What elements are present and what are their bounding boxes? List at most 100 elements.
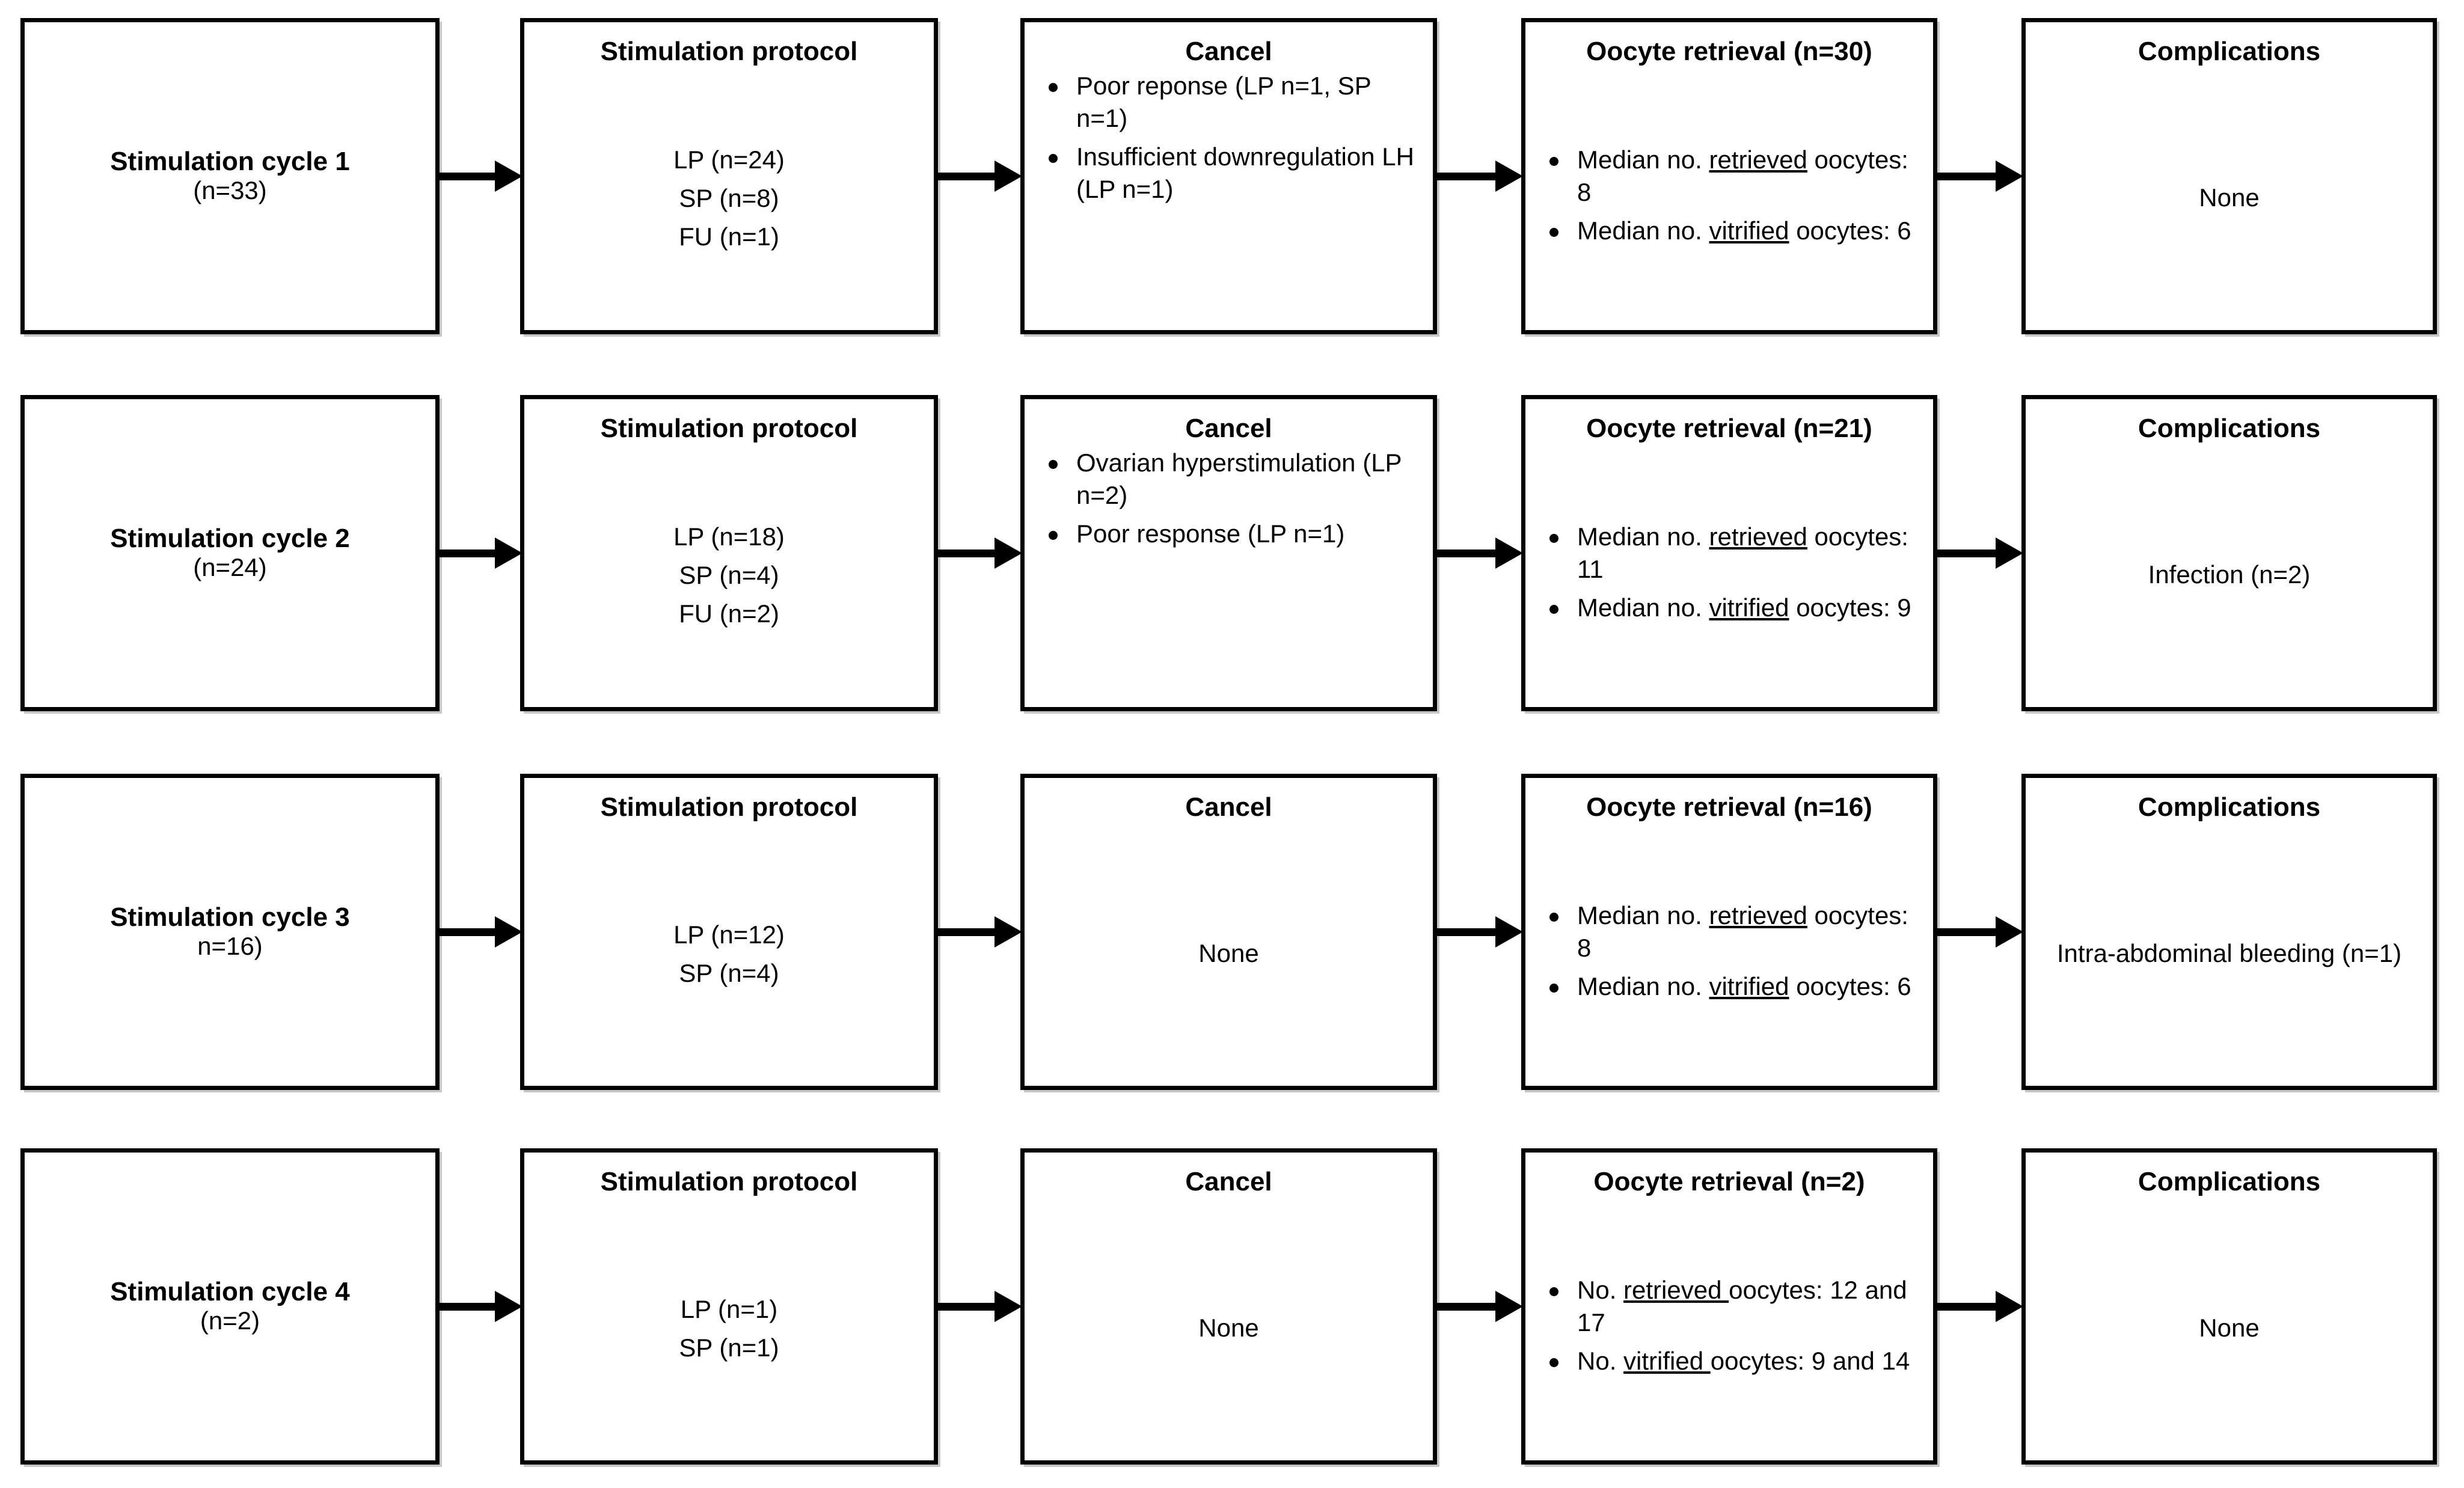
protocol-line-1: SP (n=8) <box>679 183 779 212</box>
arrow-head <box>1996 161 2023 192</box>
cancel-title: Cancel <box>1185 37 1272 66</box>
complications-body: Infection (n=2) <box>2026 443 2433 707</box>
arrow-right-icon <box>1937 1291 2023 1322</box>
oocyte-retrieval-bullet-list: Median no. retrieved oocytes: 8 Median no… <box>1525 144 1933 253</box>
arrow-right-icon <box>938 916 1022 948</box>
cancel-none-text: None <box>1198 1314 1259 1343</box>
arrow-head <box>495 537 523 569</box>
bullet-text-underlined: vitrified <box>1709 972 1789 1000</box>
cancel-bullet-0: Ovarian hyperstimulation (LP n=2) <box>1043 447 1420 512</box>
stimulation-protocol-title: Stimulation protocol <box>600 414 858 443</box>
oocyte-retrieval-bullet-0: Median no. retrieved oocytes: 8 <box>1543 144 1920 209</box>
arrow-shaft <box>938 1302 994 1311</box>
complications-text: Intra-abdominal bleeding (n=1) <box>2056 939 2402 968</box>
cancel-body: None <box>1025 1196 1433 1460</box>
protocol-line-0: LP (n=12) <box>673 920 785 949</box>
oocyte-retrieval-title: Oocyte retrieval (n=21) <box>1586 414 1872 443</box>
stimulation-protocol-lines: LP (n=18)SP (n=4)FU (n=2) <box>524 518 934 632</box>
bullet-text-underlined: retrieved <box>1623 1276 1729 1304</box>
arrow-head <box>1996 537 2023 569</box>
arrow-shaft <box>1937 549 1996 557</box>
cancel-bullets-holder: Ovarian hyperstimulation (LP n=2)Poor re… <box>1025 447 1433 556</box>
protocol-line-0: LP (n=24) <box>673 145 785 174</box>
stimulation-cycle-box-1: Stimulation cycle 1(n=33) <box>20 18 440 334</box>
oocyte-retrieval-box-4: Oocyte retrieval (n=2)No. retrieved oocy… <box>1521 1148 1937 1465</box>
arrow-shaft <box>1437 549 1495 557</box>
complications-text: None <box>2199 183 2260 212</box>
arrow-right-icon <box>1937 537 2023 569</box>
bullet-text-pre: Median no. <box>1577 522 1709 551</box>
stimulation-protocol-body: LP (n=24)SP (n=8)FU (n=1) <box>524 66 934 330</box>
oocyte-retrieval-bullet-1: Median no. vitrified oocytes: 6 <box>1543 970 1920 1003</box>
arrow-head <box>495 161 523 192</box>
bullet-text-underlined: retrieved <box>1709 901 1807 929</box>
arrow-right-icon <box>938 1291 1022 1322</box>
arrow-right-icon <box>1437 1291 1523 1322</box>
arrow-head <box>1495 916 1523 948</box>
protocol-line-1: SP (n=1) <box>679 1333 779 1362</box>
bullet-text-underlined: retrieved <box>1709 522 1807 551</box>
bullet-text-pre: Poor reponse (LP n=1, SP n=1) <box>1076 72 1371 133</box>
bullet-text-pre: Median no. <box>1577 901 1709 929</box>
arrow-shaft <box>1437 172 1495 180</box>
oocyte-retrieval-box-1: Oocyte retrieval (n=30) Median no. retrie… <box>1521 18 1937 334</box>
cancel-bullet-list: Ovarian hyperstimulation (LP n=2)Poor re… <box>1025 447 1433 550</box>
arrow-shaft <box>1937 172 1996 180</box>
oocyte-retrieval-box-2: Oocyte retrieval (n=21) Median no. retrie… <box>1521 395 1937 711</box>
cancel-bullet-0: Poor reponse (LP n=1, SP n=1) <box>1043 70 1420 135</box>
bullet-text-pre: Median no. <box>1577 972 1709 1000</box>
complications-text: None <box>2199 1314 2260 1343</box>
bullet-text-underlined: vitrified <box>1709 593 1789 622</box>
arrow-shaft <box>1437 1302 1495 1311</box>
oocyte-retrieval-title: Oocyte retrieval (n=30) <box>1586 37 1872 66</box>
arrow-head <box>1495 161 1523 192</box>
stimulation-cycle-count: (n=24) <box>193 553 267 582</box>
bullet-text-underlined: retrieved <box>1709 145 1807 174</box>
arrow-head <box>994 537 1022 569</box>
arrow-head <box>1996 1291 2023 1322</box>
arrow-shaft <box>440 1302 495 1311</box>
cancel-bullets-holder: Poor reponse (LP n=1, SP n=1)Insufficien… <box>1025 70 1433 211</box>
complications-text: Infection (n=2) <box>2148 560 2311 589</box>
cancel-title: Cancel <box>1185 1167 1272 1196</box>
arrow-right-icon <box>1437 537 1523 569</box>
complications-title: Complications <box>2138 792 2321 822</box>
bullet-text-pre: Median no. <box>1577 216 1709 245</box>
stimulation-protocol-title: Stimulation protocol <box>600 37 858 66</box>
complications-title: Complications <box>2138 37 2321 66</box>
stimulation-cycle-count: n=16) <box>197 932 263 961</box>
oocyte-retrieval-bullet-1: No. vitrified oocytes: 9 and 14 <box>1543 1345 1920 1377</box>
bullet-text-pre: No. <box>1577 1346 1624 1375</box>
protocol-line-2: FU (n=2) <box>679 599 779 628</box>
stimulation-protocol-body: LP (n=12)SP (n=4) <box>524 822 934 1086</box>
arrow-head <box>994 1291 1022 1322</box>
bullet-text-pre: No. <box>1577 1276 1624 1304</box>
stimulation-cycle-count: (n=2) <box>200 1306 260 1335</box>
oocyte-retrieval-bullet-0: Median no. retrieved oocytes: 11 <box>1543 521 1920 586</box>
stimulation-protocol-body: LP (n=18)SP (n=4)FU (n=2) <box>524 443 934 707</box>
arrow-shaft <box>440 549 495 557</box>
complications-title: Complications <box>2138 414 2321 443</box>
complications-title: Complications <box>2138 1167 2321 1196</box>
arrow-right-icon <box>1437 916 1523 948</box>
arrow-shaft <box>1937 1302 1996 1311</box>
bullet-text-post: oocytes: 6 <box>1789 216 1911 245</box>
arrow-shaft <box>1937 928 1996 936</box>
arrow-right-icon <box>440 537 523 569</box>
oocyte-retrieval-title: Oocyte retrieval (n=16) <box>1586 792 1872 822</box>
cancel-body: None <box>1025 822 1433 1086</box>
cancel-title: Cancel <box>1185 414 1272 443</box>
bullet-text-underlined: vitrified <box>1623 1346 1711 1375</box>
arrow-right-icon <box>440 161 523 192</box>
